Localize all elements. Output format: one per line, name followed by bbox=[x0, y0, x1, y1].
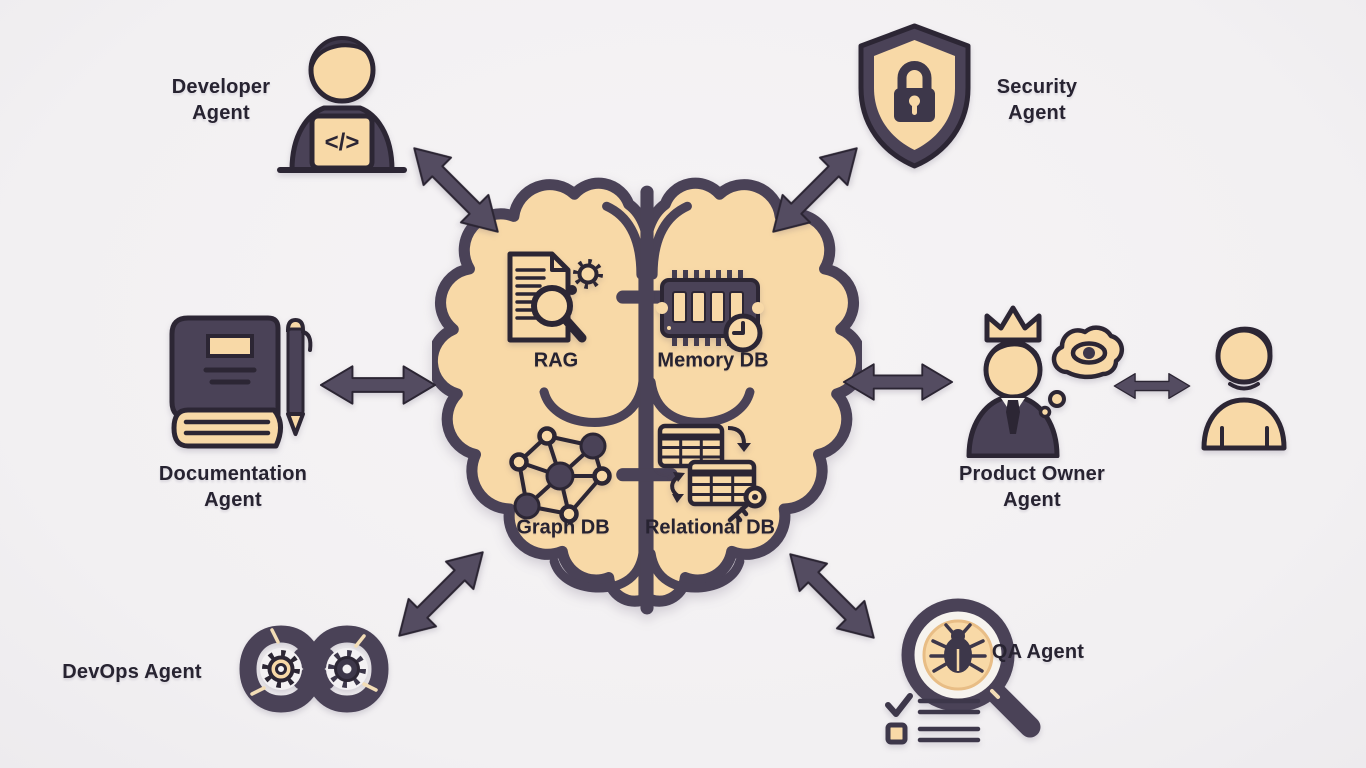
magnifier-bug-checklist-icon bbox=[885, 598, 1041, 745]
code-glyph: </> bbox=[325, 129, 360, 156]
tables-key-icon bbox=[657, 423, 767, 523]
person-icon bbox=[1201, 326, 1287, 451]
arrow-developer-brain bbox=[413, 147, 499, 233]
arrow-security-brain bbox=[772, 147, 858, 233]
eye-icon bbox=[1070, 341, 1108, 365]
key-glyph bbox=[727, 485, 767, 523]
book-and-pen-icon bbox=[169, 315, 313, 449]
table-2 bbox=[687, 459, 757, 507]
arrow-product-owner-human bbox=[1113, 373, 1191, 399]
arrow-brain-qa bbox=[789, 553, 875, 639]
arrow-documentation-brain bbox=[319, 365, 437, 405]
ram-chip-clock-icon bbox=[656, 270, 764, 353]
developer-agent-label: Developer Agent bbox=[171, 76, 271, 124]
devops-agent-label: DevOps Agent bbox=[62, 661, 202, 683]
infinity-gears-icon bbox=[239, 625, 389, 713]
qa-agent-label: QA Agent bbox=[991, 641, 1085, 663]
arrow-brain-product-owner bbox=[842, 363, 954, 401]
bug-glyph bbox=[929, 623, 987, 673]
table-1 bbox=[657, 423, 725, 469]
security-agent-label: Security Agent bbox=[996, 76, 1078, 124]
quadrant-label-graph-db: Graph DB bbox=[516, 516, 610, 539]
arrow-devops-brain bbox=[398, 551, 484, 637]
shield-lock-icon bbox=[858, 23, 971, 169]
quadrant-label-relational-db: Relational DB bbox=[644, 516, 776, 539]
checklist-glyph bbox=[885, 693, 981, 745]
product-owner-agent-label: Product Owner Agent bbox=[959, 463, 1105, 511]
gear-right bbox=[328, 650, 366, 688]
documentation-agent-label: Documentation Agent bbox=[158, 463, 308, 511]
crown-glyph bbox=[984, 305, 1042, 343]
quadrant-label-memory-db: Memory DB bbox=[657, 349, 769, 372]
pen-glyph bbox=[285, 317, 313, 436]
network-graph-icon bbox=[509, 426, 612, 524]
document-search-gear-icon bbox=[507, 251, 603, 343]
quadrant-label-rag: RAG bbox=[533, 349, 579, 372]
developer-at-laptop-icon: </> bbox=[277, 36, 407, 173]
gear-left bbox=[262, 650, 300, 688]
thought-bubble bbox=[1038, 325, 1125, 419]
business-person-crown-thought-eye-icon bbox=[966, 305, 1125, 458]
